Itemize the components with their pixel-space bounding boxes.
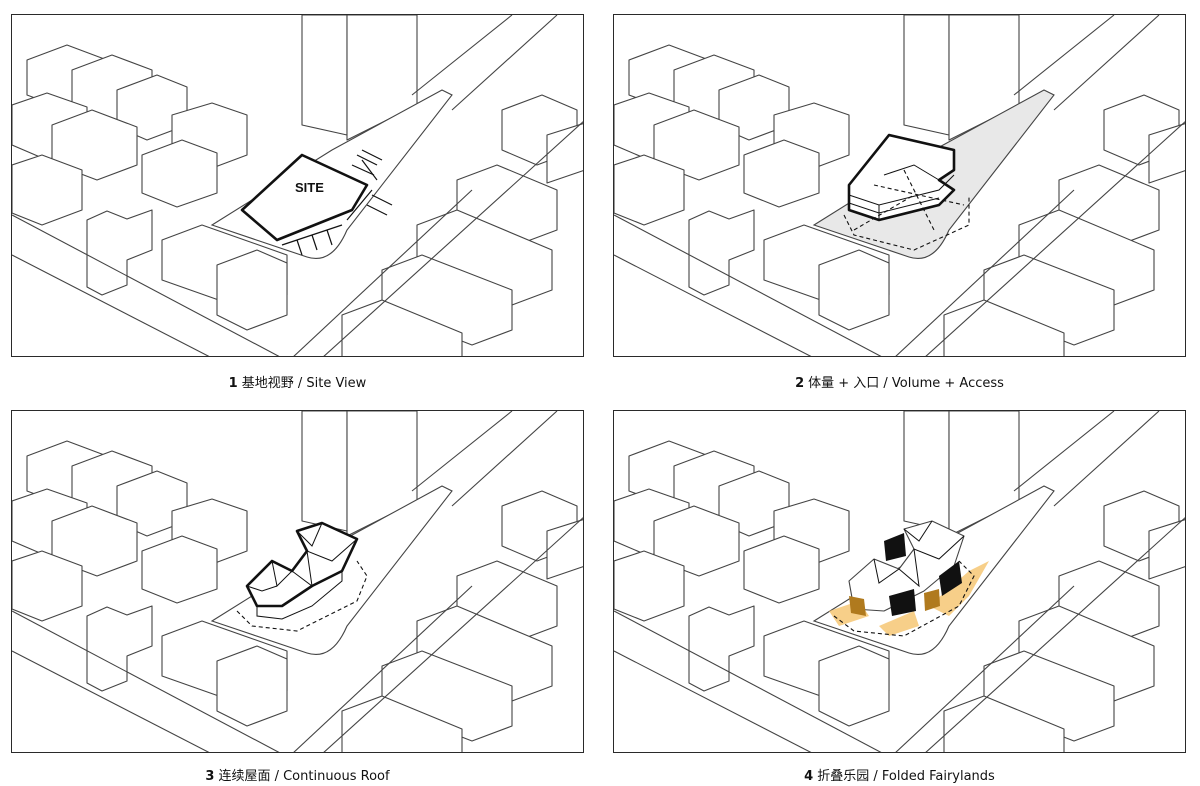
panel-folded-fairylands: [613, 410, 1186, 753]
roads: [12, 411, 583, 752]
site-label: SITE: [295, 180, 324, 195]
context-buildings: [614, 15, 1185, 356]
dark-facade-3: [939, 561, 962, 596]
accent-zone-right: [929, 561, 989, 616]
folded-fairylands-diagram: [614, 411, 1185, 752]
context-buildings: [614, 411, 1185, 752]
dark-facade-1: [884, 533, 906, 561]
caption-number: 3: [205, 769, 215, 784]
roads: [12, 15, 583, 356]
caption-text: 基地视野 / Site View: [241, 376, 367, 391]
panel-site-view: SITE: [11, 14, 584, 357]
site-outline: [240, 153, 369, 242]
access-arrows: [281, 149, 393, 256]
volume-access-diagram: [614, 15, 1185, 356]
building-volume: [847, 133, 956, 222]
context-buildings: [12, 15, 583, 356]
footprint-dashes: [833, 560, 975, 637]
amber-facade-2: [924, 589, 940, 611]
amber-facade-1: [849, 596, 866, 616]
dark-facade-2: [889, 589, 916, 616]
roads: [614, 411, 1185, 752]
caption-text: 折叠乐园 / Folded Fairylands: [817, 769, 995, 784]
folded-building: [848, 520, 965, 616]
footprint-dashes: [236, 560, 368, 632]
caption-number: 4: [804, 769, 814, 784]
panel-volume-access: [613, 14, 1186, 357]
context-buildings: [12, 411, 583, 752]
caption-number: 1: [228, 376, 238, 391]
panel-continuous-roof: [11, 410, 584, 753]
accent-zone-front: [879, 611, 919, 636]
folded-roof: [245, 521, 359, 620]
caption-number: 2: [795, 376, 805, 391]
access-dashes: [843, 169, 970, 251]
continuous-roof-diagram: [12, 411, 583, 752]
roads: [614, 15, 1185, 356]
caption-text: 体量 + 入口 / Volume + Access: [808, 376, 1004, 391]
caption-text: 连续屋面 / Continuous Roof: [218, 769, 390, 784]
site-view-diagram: SITE: [12, 15, 583, 356]
